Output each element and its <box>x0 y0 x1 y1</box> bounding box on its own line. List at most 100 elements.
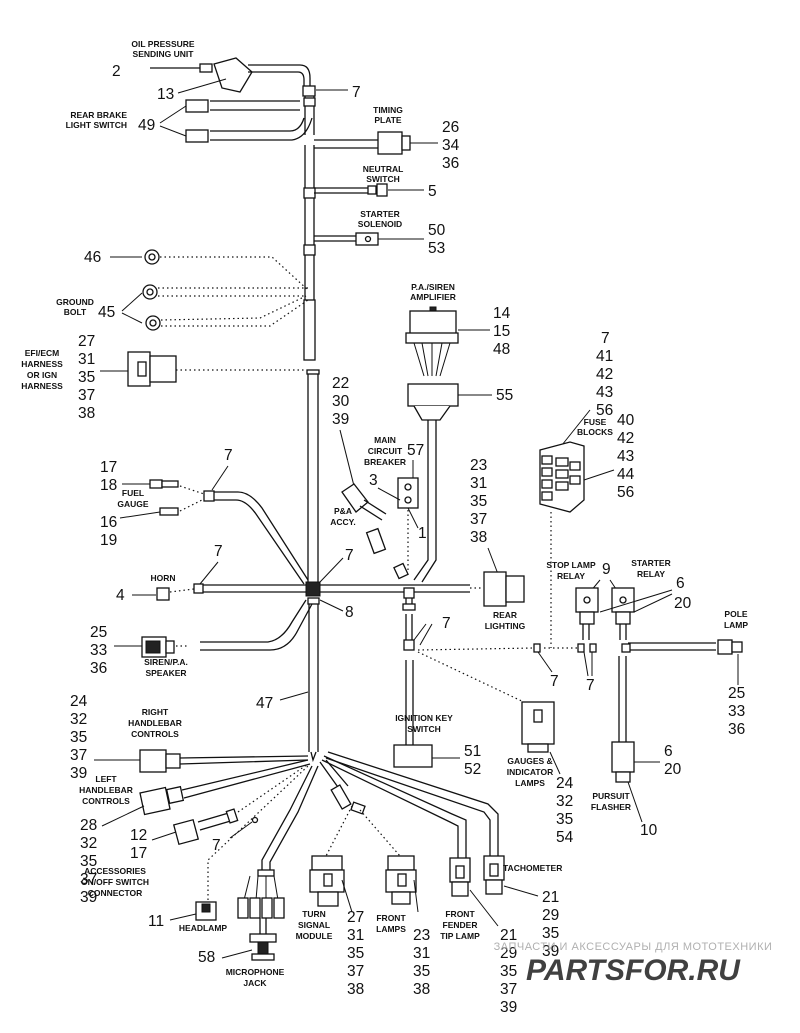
callout-fuse-2: 42 <box>617 430 634 447</box>
rear-lighting-label-2: LIGHTING <box>485 621 526 631</box>
callout-rear-2: 31 <box>470 475 487 492</box>
callout-fuse-1: 40 <box>617 412 635 429</box>
front-fender-tip-lamp: FRONT FENDER TIP LAMP 21 29 35 37 39 <box>440 857 517 1016</box>
fender-label-2: FENDER <box>443 920 478 930</box>
callout-55: 55 <box>496 387 513 404</box>
pole-lamp-label-1: POLE <box>724 609 747 619</box>
callout-7-horn: 7 <box>214 543 223 560</box>
mic-label-2: JACK <box>243 978 267 988</box>
callout-turn-3: 35 <box>347 945 364 962</box>
callout-58: 58 <box>198 949 215 966</box>
ignition-label-2: SWITCH <box>407 724 441 734</box>
breaker-label-1: MAIN <box>374 435 396 445</box>
front-lamps-label-2: LAMPS <box>376 924 406 934</box>
callout-relay-20: 20 <box>674 595 692 612</box>
callout-rhb-2: 32 <box>70 711 87 728</box>
tachometer-label: TACHOMETER <box>503 863 562 873</box>
callout-tach-1: 21 <box>542 889 559 906</box>
ignition-key-switch: IGNITION KEY SWITCH 51 52 <box>393 660 481 778</box>
rear-brake-label-2: LIGHT SWITCH <box>66 120 127 130</box>
callout-ignition-1: 51 <box>464 743 481 760</box>
rhb-label-1: RIGHT <box>142 707 169 717</box>
callout-fuse-3: 43 <box>617 448 634 465</box>
fender-label-3: TIP LAMP <box>440 931 480 941</box>
callout-pa-accy-2: 30 <box>332 393 350 410</box>
callout-lhb-4: 37 <box>80 871 97 888</box>
flasher-label-1: PURSUIT <box>592 791 630 801</box>
callout-rear-4: 37 <box>470 511 487 528</box>
neutral-switch: NEUTRAL SWITCH 5 <box>314 164 437 200</box>
callout-tach-4: 39 <box>542 943 559 960</box>
watermark: ЗАПЧАСТИ И АКСЕССУАРЫ ДЛЯ МОТОТЕХНИКИ PA… <box>494 941 773 987</box>
fuel-gauge-label-2: GAUGE <box>117 499 149 509</box>
callout-45: 45 <box>98 304 115 321</box>
fuse-blocks: 7 41 42 43 56 FUSE BLOCKS 40 42 43 44 56 <box>539 330 635 648</box>
efi-ecm-harness-connector: EFI/ECM HARNESS OR IGN HARNESS 27 31 35 … <box>21 333 305 422</box>
callout-front-1: 23 <box>413 927 430 944</box>
callout-lhb-3: 35 <box>80 853 97 870</box>
fuse-blocks-label-1: FUSE <box>584 417 607 427</box>
acc-label-1: ACCESSORIES <box>84 866 146 876</box>
callout-amp-1: 14 <box>493 305 511 322</box>
pa-accessory-connector: 22 30 39 P&A ACCY. <box>330 375 387 555</box>
callout-gauges-1: 24 <box>556 775 574 792</box>
callout-amp-3: 48 <box>493 341 510 358</box>
pa-accy-label-1: P&A <box>334 506 352 516</box>
callout-7-acc: 7 <box>212 837 221 854</box>
callout-tach-3: 35 <box>542 925 559 942</box>
watermark-text: ЗАПЧАСТИ И АКСЕССУАРЫ ДЛЯ МОТОТЕХНИКИ <box>494 941 773 953</box>
rear-lighting: 23 31 35 37 38 REAR LIGHTING <box>470 457 526 631</box>
breaker-label-2: CIRCUIT <box>368 446 403 456</box>
right-handlebar-controls: 24 32 35 37 39 RIGHT HANDLEBAR CONTROLS <box>70 693 309 782</box>
acc-label-3: CONNECTOR <box>88 888 143 898</box>
right-branch <box>320 584 484 611</box>
fuse-blocks-label-2: BLOCKS <box>577 427 613 437</box>
left-handlebar-controls: LEFT HANDLEBAR CONTROLS 28 32 35 37 39 <box>79 759 311 906</box>
callout-13: 13 <box>157 86 174 103</box>
callout-lhb-1: 28 <box>80 817 97 834</box>
gauges-indicator-lamps: GAUGES & INDICATOR LAMPS 24 32 35 54 <box>417 651 574 846</box>
center-junction-callouts: 7 8 <box>319 547 354 621</box>
callout-fuse-4: 44 <box>617 466 635 483</box>
callout-fuse-top-5: 56 <box>596 402 613 419</box>
turn-signal-label-1: TURN <box>302 909 326 919</box>
callout-rhb-5: 39 <box>70 765 87 782</box>
callout-pole-3: 36 <box>728 721 745 738</box>
callout-fender-4: 37 <box>500 981 517 998</box>
callout-fender-1: 21 <box>500 927 517 944</box>
ground-bolt-label-1: GROUND <box>56 297 94 307</box>
callout-fuse-top-3: 42 <box>596 366 613 383</box>
neutral-switch-label-1: NEUTRAL <box>363 164 404 174</box>
callout-fuel-17: 17 <box>100 459 117 476</box>
callout-lhb-5: 39 <box>80 889 97 906</box>
callout-acc-17: 17 <box>130 845 147 862</box>
watermark-logo: PARTSFOR.RU <box>526 954 741 987</box>
horn-label: HORN <box>150 573 175 583</box>
callout-9: 9 <box>602 561 611 578</box>
lhb-label-3: CONTROLS <box>82 796 130 806</box>
callout-flasher-6: 6 <box>664 743 673 760</box>
callout-11: 11 <box>148 913 164 930</box>
timing-plate: TIMING PLATE 26 34 36 <box>314 105 460 172</box>
callout-rhb-4: 37 <box>70 747 87 764</box>
callout-1: 1 <box>418 525 427 542</box>
rhb-label-2: HANDLEBAR <box>128 718 182 728</box>
pole-lamp: POLE LAMP 25 33 36 <box>628 609 748 738</box>
ground-bolts: 46 GROUND BOLT 45 <box>56 249 309 331</box>
callout-ignition-2: 52 <box>464 761 481 778</box>
speaker-label-2: SPEAKER <box>145 668 186 678</box>
horn: HORN 4 7 <box>116 543 306 604</box>
callout-front-4: 38 <box>413 981 430 998</box>
callout-7-oil: 7 <box>352 84 361 101</box>
headlamp: 11 HEADLAMP <box>148 765 309 933</box>
rhb-label-3: CONTROLS <box>131 729 179 739</box>
callout-57: 57 <box>407 442 424 459</box>
lhb-label-2: HANDLEBAR <box>79 785 133 795</box>
callout-acc-12: 12 <box>130 827 147 844</box>
oil-pressure-label-1: OIL PRESSURE <box>131 39 194 49</box>
callout-fender-5: 39 <box>500 999 517 1016</box>
callout-rear-1: 23 <box>470 457 487 474</box>
callout-fender-2: 29 <box>500 945 517 962</box>
callout-fuse-5: 56 <box>617 484 634 501</box>
